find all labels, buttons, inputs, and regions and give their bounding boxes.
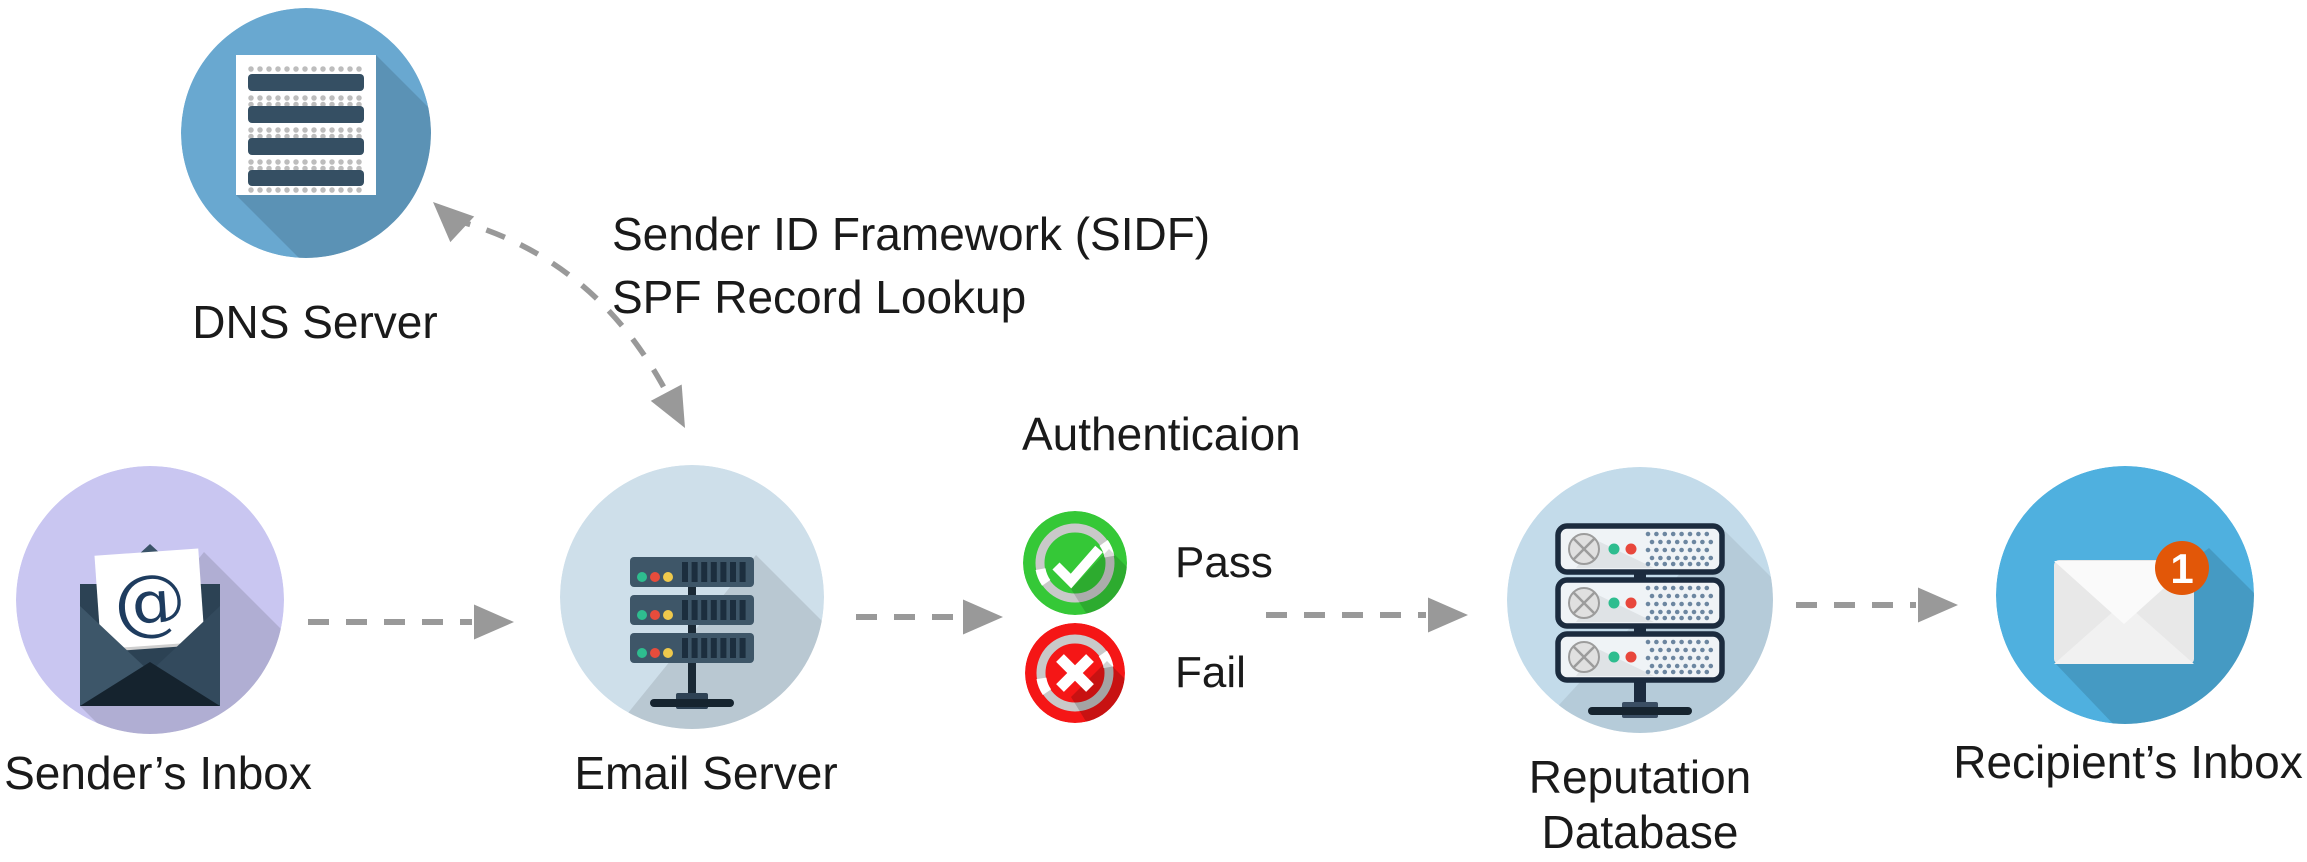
pass-label: Pass bbox=[1175, 538, 1273, 587]
reputation-db-label: Reputation Database bbox=[1529, 750, 1752, 860]
arrow-auth-to-repdb bbox=[1266, 597, 1468, 633]
dns-server-node bbox=[181, 8, 431, 258]
dns-lookup-arrow bbox=[433, 202, 685, 428]
arrow-sender-to-email bbox=[308, 604, 514, 640]
arrowhead-to-email-server bbox=[650, 384, 685, 428]
recipients-inbox-label: Recipient’s Inbox bbox=[1953, 736, 2303, 788]
envelope-front-left bbox=[80, 606, 150, 706]
recipients-inbox-node: 1 bbox=[1996, 466, 2254, 724]
arrowhead-to-dns bbox=[433, 202, 475, 243]
dns-server-label: DNS Server bbox=[192, 296, 438, 348]
recipients-inbox-icon: 1 bbox=[1996, 466, 2254, 724]
senders-inbox-node: @ bbox=[16, 466, 284, 734]
fail-node bbox=[1025, 623, 1125, 723]
fail-x-icon bbox=[1025, 623, 1125, 723]
reputation-db-label-line2: Database bbox=[1541, 806, 1739, 858]
email-server-label: Email Server bbox=[574, 747, 838, 799]
senders-inbox-label: Sender’s Inbox bbox=[4, 747, 312, 799]
sidf-annotation-line2: SPF Record Lookup bbox=[612, 271, 1027, 323]
reputation-db-node bbox=[1504, 464, 1776, 736]
notification-badge-count: 1 bbox=[2170, 545, 2193, 592]
db-units bbox=[1555, 523, 1725, 683]
authentication-title: Authenticaion bbox=[1022, 408, 1301, 460]
senders-inbox-icon: @ bbox=[16, 466, 284, 734]
server-racks bbox=[630, 557, 754, 663]
reputation-db-label-line1: Reputation bbox=[1528, 751, 1752, 803]
fail-label: Fail bbox=[1175, 648, 1246, 697]
arrow-repdb-to-recipient bbox=[1796, 587, 1958, 623]
sidf-annotation: Sender ID Framework (SIDF) SPF Record Lo… bbox=[612, 203, 1210, 329]
notification-badge bbox=[2155, 541, 2209, 595]
email-server-node bbox=[560, 465, 824, 729]
letter-with-at: @ bbox=[94, 548, 205, 653]
dns-server-icon bbox=[181, 8, 431, 258]
email-server-icon bbox=[560, 465, 824, 729]
reputation-db-icon bbox=[1507, 467, 1773, 733]
envelope-front-right bbox=[150, 606, 220, 706]
envelope-bottom-fold bbox=[2054, 602, 2194, 664]
pass-check-icon bbox=[1023, 511, 1127, 615]
pass-node bbox=[1023, 511, 1127, 615]
envelope-front-bottom bbox=[80, 662, 220, 706]
sidf-annotation-line1: Sender ID Framework (SIDF) bbox=[612, 208, 1211, 260]
at-symbol: @ bbox=[111, 557, 189, 646]
arrow-email-to-auth bbox=[856, 599, 1003, 635]
